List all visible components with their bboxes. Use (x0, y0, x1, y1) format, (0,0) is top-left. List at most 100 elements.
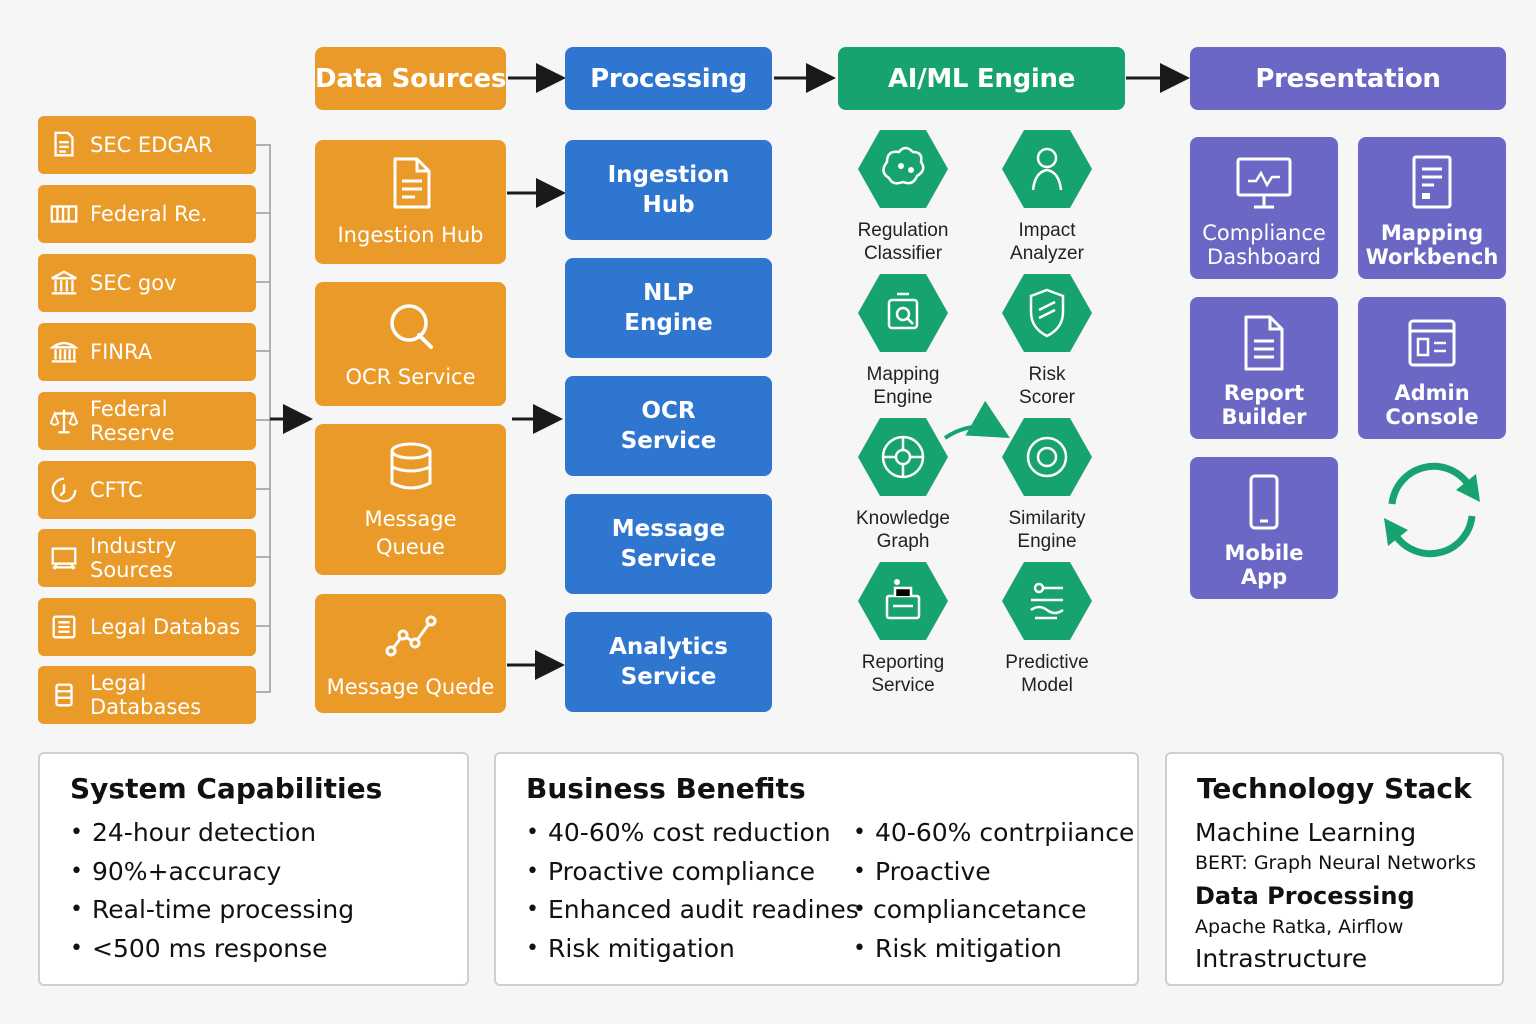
target-icon (1002, 418, 1092, 496)
database-icon (38, 680, 90, 710)
ai-node-label: Impact Analyzer (1010, 220, 1084, 264)
brain-icon (858, 130, 948, 208)
benefits-list-2: 40-60% contrpiiance Proactive compliance… (853, 814, 1134, 968)
header-ai-ml-engine: AI/ML Engine (838, 47, 1125, 110)
ingest-box-message-quede: Message Quede (315, 594, 506, 713)
ai-node-label: Similarity Engine (1008, 508, 1086, 552)
panel-title: Technology Stack (1197, 772, 1472, 805)
ai-node-impact-analyzer: Impact Analyzer (972, 128, 1122, 265)
presentation-label: Report Builder (1221, 381, 1307, 429)
presentation-mobile-app: Mobile App (1190, 457, 1338, 599)
ai-node-regulation-classifier: Regulation Classifier (828, 128, 978, 265)
building-icon (38, 268, 90, 298)
source-label: Federal Re. (90, 202, 208, 226)
report-doc-icon (1244, 315, 1284, 371)
list-item: <500 ms response (70, 930, 354, 969)
processing-ingestion-hub: Ingestion Hub (565, 140, 772, 240)
columns-icon (38, 199, 90, 229)
processing-message-service: Message Service (565, 494, 772, 594)
source-label: SEC EDGAR (90, 133, 213, 157)
phone-icon (1249, 474, 1279, 530)
source-item: Federal Re. (38, 185, 256, 243)
tech-dp-detail: Apache Ratka, Airflow (1195, 916, 1404, 938)
ai-node-reporting-service: Reporting Service (828, 560, 978, 697)
list-doc-icon (38, 612, 90, 642)
ai-node-predictive-model: Predictive Model (972, 560, 1122, 697)
search-icon (389, 304, 433, 349)
doc-icon (1412, 155, 1452, 209)
source-label: Legal Databases (90, 671, 202, 719)
presentation-report-builder: Report Builder (1190, 297, 1338, 439)
list-item: Proactive (853, 853, 1134, 892)
graph-icon (385, 615, 436, 656)
tech-data-processing: Data Processing (1195, 882, 1415, 910)
source-label: CFTC (90, 478, 143, 502)
panel-title: Business Benefits (526, 772, 806, 805)
scales-icon (38, 406, 90, 436)
ai-node-label: Risk Scorer (1019, 364, 1075, 408)
robot-icon (858, 274, 948, 352)
ingest-label: Ingestion Hub (337, 223, 484, 247)
chart-circle-icon (38, 475, 90, 505)
ai-node-label: Mapping Engine (866, 364, 940, 408)
source-item: SEC gov (38, 254, 256, 312)
source-item: FINRA (38, 323, 256, 381)
header-data-sources: Data Sources (315, 47, 506, 110)
presentation-compliance-dashboard: Compliance Dashboard (1190, 137, 1338, 279)
processing-analytics-service: Analytics Service (565, 612, 772, 712)
processing-ocr-service: OCR Service (565, 376, 772, 476)
panel-business-benefits: Business Benefits 40-60% cost reduction … (494, 752, 1139, 986)
ai-node-knowledge-graph: Knowledge Graph (828, 416, 978, 553)
tech-infrastructure: Intrastructure (1195, 944, 1368, 973)
source-item: Federal Reserve (38, 392, 256, 450)
ai-node-label: Knowledge Graph (855, 508, 951, 552)
source-item: Legal Databases (38, 666, 256, 724)
predict-icon (1002, 562, 1092, 640)
presentation-mapping-workbench: Mapping Workbench (1358, 137, 1506, 279)
presentation-label: Mapping Workbench (1365, 221, 1499, 269)
presentation-label: Mobile App (1224, 541, 1304, 589)
source-label: Industry Sources (90, 534, 177, 582)
ingest-label: Message Queue (364, 506, 457, 559)
network-icon (858, 418, 948, 496)
source-item: Legal Databas (38, 598, 256, 656)
tech-ml: Machine Learning (1195, 818, 1417, 847)
header-processing: Processing (565, 47, 772, 110)
factory-icon (38, 543, 90, 573)
source-item: SEC EDGAR (38, 116, 256, 174)
ingest-label: Message Quede (326, 674, 495, 699)
source-item: Industry Sources (38, 529, 256, 587)
arrow-kg-similarity (943, 400, 1010, 440)
source-label: Legal Databas (90, 615, 241, 639)
shield-icon (1002, 274, 1092, 352)
panel-technology-stack: Technology Stack Machine Learning BERT: … (1165, 752, 1504, 986)
ai-node-similarity-engine: Similarity Engine (972, 416, 1122, 553)
list-item: Risk mitigation (853, 930, 1134, 969)
header-presentation: Presentation (1190, 47, 1506, 110)
list-item-continued: compliancetance (853, 891, 1134, 930)
ai-node-risk-scorer: Risk Scorer (972, 272, 1122, 409)
list-item: Real-time processing (70, 891, 354, 930)
source-label: FINRA (90, 340, 153, 364)
processing-nlp-engine: NLP Engine (565, 258, 772, 358)
database-icon (390, 442, 431, 489)
benefits-list-1: 40-60% cost reduction Proactive complian… (526, 814, 859, 968)
presentation-admin-console: Admin Console (1358, 297, 1506, 439)
list-item: 40-60% contrpiiance (853, 814, 1134, 853)
source-label: Federal Reserve (90, 397, 175, 445)
ai-node-label: Regulation Classifier (857, 220, 949, 264)
tech-ml-detail: BERT: Graph Neural Networks (1195, 852, 1477, 874)
ingest-box-ingestion-hub: Ingestion Hub (315, 140, 506, 264)
list-item: Proactive compliance (526, 853, 859, 892)
panel-title: System Capabilities (70, 772, 383, 805)
presentation-label: Admin Console (1385, 381, 1479, 429)
monitor-icon (1236, 157, 1292, 209)
ai-node-label: Reporting Service (861, 652, 945, 696)
bank-icon (38, 337, 90, 367)
source-label: SEC gov (90, 271, 177, 295)
document-icon (393, 157, 430, 209)
capabilities-list: 24-hour detection 90%+accuracy Real-time… (70, 814, 354, 968)
source-item: CFTC (38, 461, 256, 519)
report-icon (858, 562, 948, 640)
